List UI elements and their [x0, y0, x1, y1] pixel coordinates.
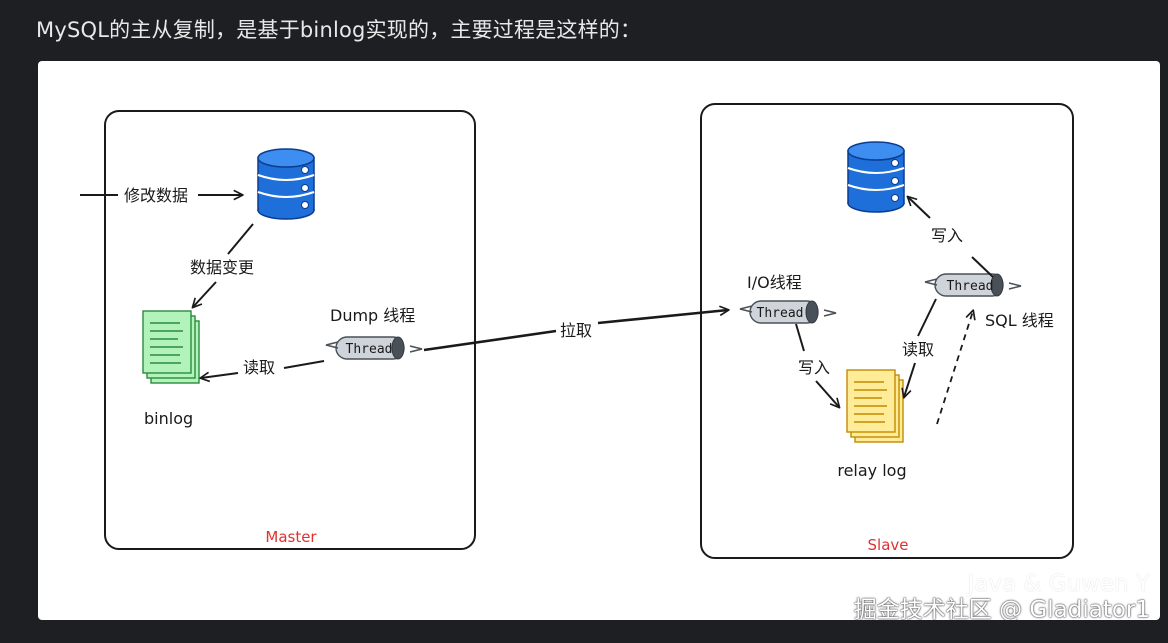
sql-thread-label: SQL 线程	[985, 311, 1054, 330]
replication-diagram: Master Slave 修改数据 数据变更 binlog Dump 线程 Th…	[80, 103, 1074, 559]
slave-database-icon	[847, 141, 905, 213]
sql-write-arrow-tail	[971, 256, 994, 278]
slave-write-label-2: 写入	[931, 226, 963, 245]
sql-thread-text: Thread	[947, 279, 994, 294]
binlog-document-icon	[142, 310, 200, 384]
read-arrow-tail	[283, 360, 325, 369]
relay-log-document-icon	[846, 369, 904, 443]
dump-thread-pipe	[325, 336, 423, 360]
read-arrow	[199, 371, 239, 383]
write-arrow-tail	[795, 323, 805, 352]
sql-read-arrow-tail	[917, 298, 937, 337]
modify-data-label: 修改数据	[124, 186, 188, 205]
change-arrow	[191, 281, 217, 309]
slave-write-label-1: 写入	[798, 358, 830, 377]
data-change-label: 数据变更	[190, 258, 254, 277]
write-arrow	[815, 380, 841, 409]
slave-title: Slave	[868, 536, 909, 554]
diagram-card: Master Slave 修改数据 数据变更 binlog Dump 线程 Th…	[38, 61, 1160, 620]
slave-box	[700, 103, 1074, 559]
change-arrow-top	[227, 223, 254, 255]
master-database-icon	[257, 148, 315, 220]
dump-thread-label: Dump 线程	[330, 306, 415, 325]
io-thread-label: I/O线程	[747, 273, 802, 292]
master-read-label: 读取	[243, 358, 275, 377]
slave-read-label: 读取	[902, 340, 934, 359]
notify-dashed-arrow	[936, 309, 976, 425]
master-box	[104, 110, 476, 550]
pull-label: 拉取	[560, 321, 592, 340]
page-heading: MySQL的主从复制，是基于binlog实现的，主要过程是这样的：	[36, 18, 642, 42]
binlog-label: binlog	[144, 409, 193, 428]
sql-write-arrow	[906, 195, 931, 219]
io-thread-text: Thread	[757, 306, 804, 321]
master-title: Master	[265, 528, 317, 546]
io-thread-pipe	[739, 300, 837, 324]
sql-read-arrow	[901, 362, 916, 399]
pull-arrow-tail	[423, 329, 557, 352]
relay-log-label: relay log	[837, 461, 906, 480]
sql-thread-pipe	[924, 273, 1022, 297]
pull-arrow	[597, 305, 730, 325]
dump-thread-text: Thread	[346, 342, 393, 357]
